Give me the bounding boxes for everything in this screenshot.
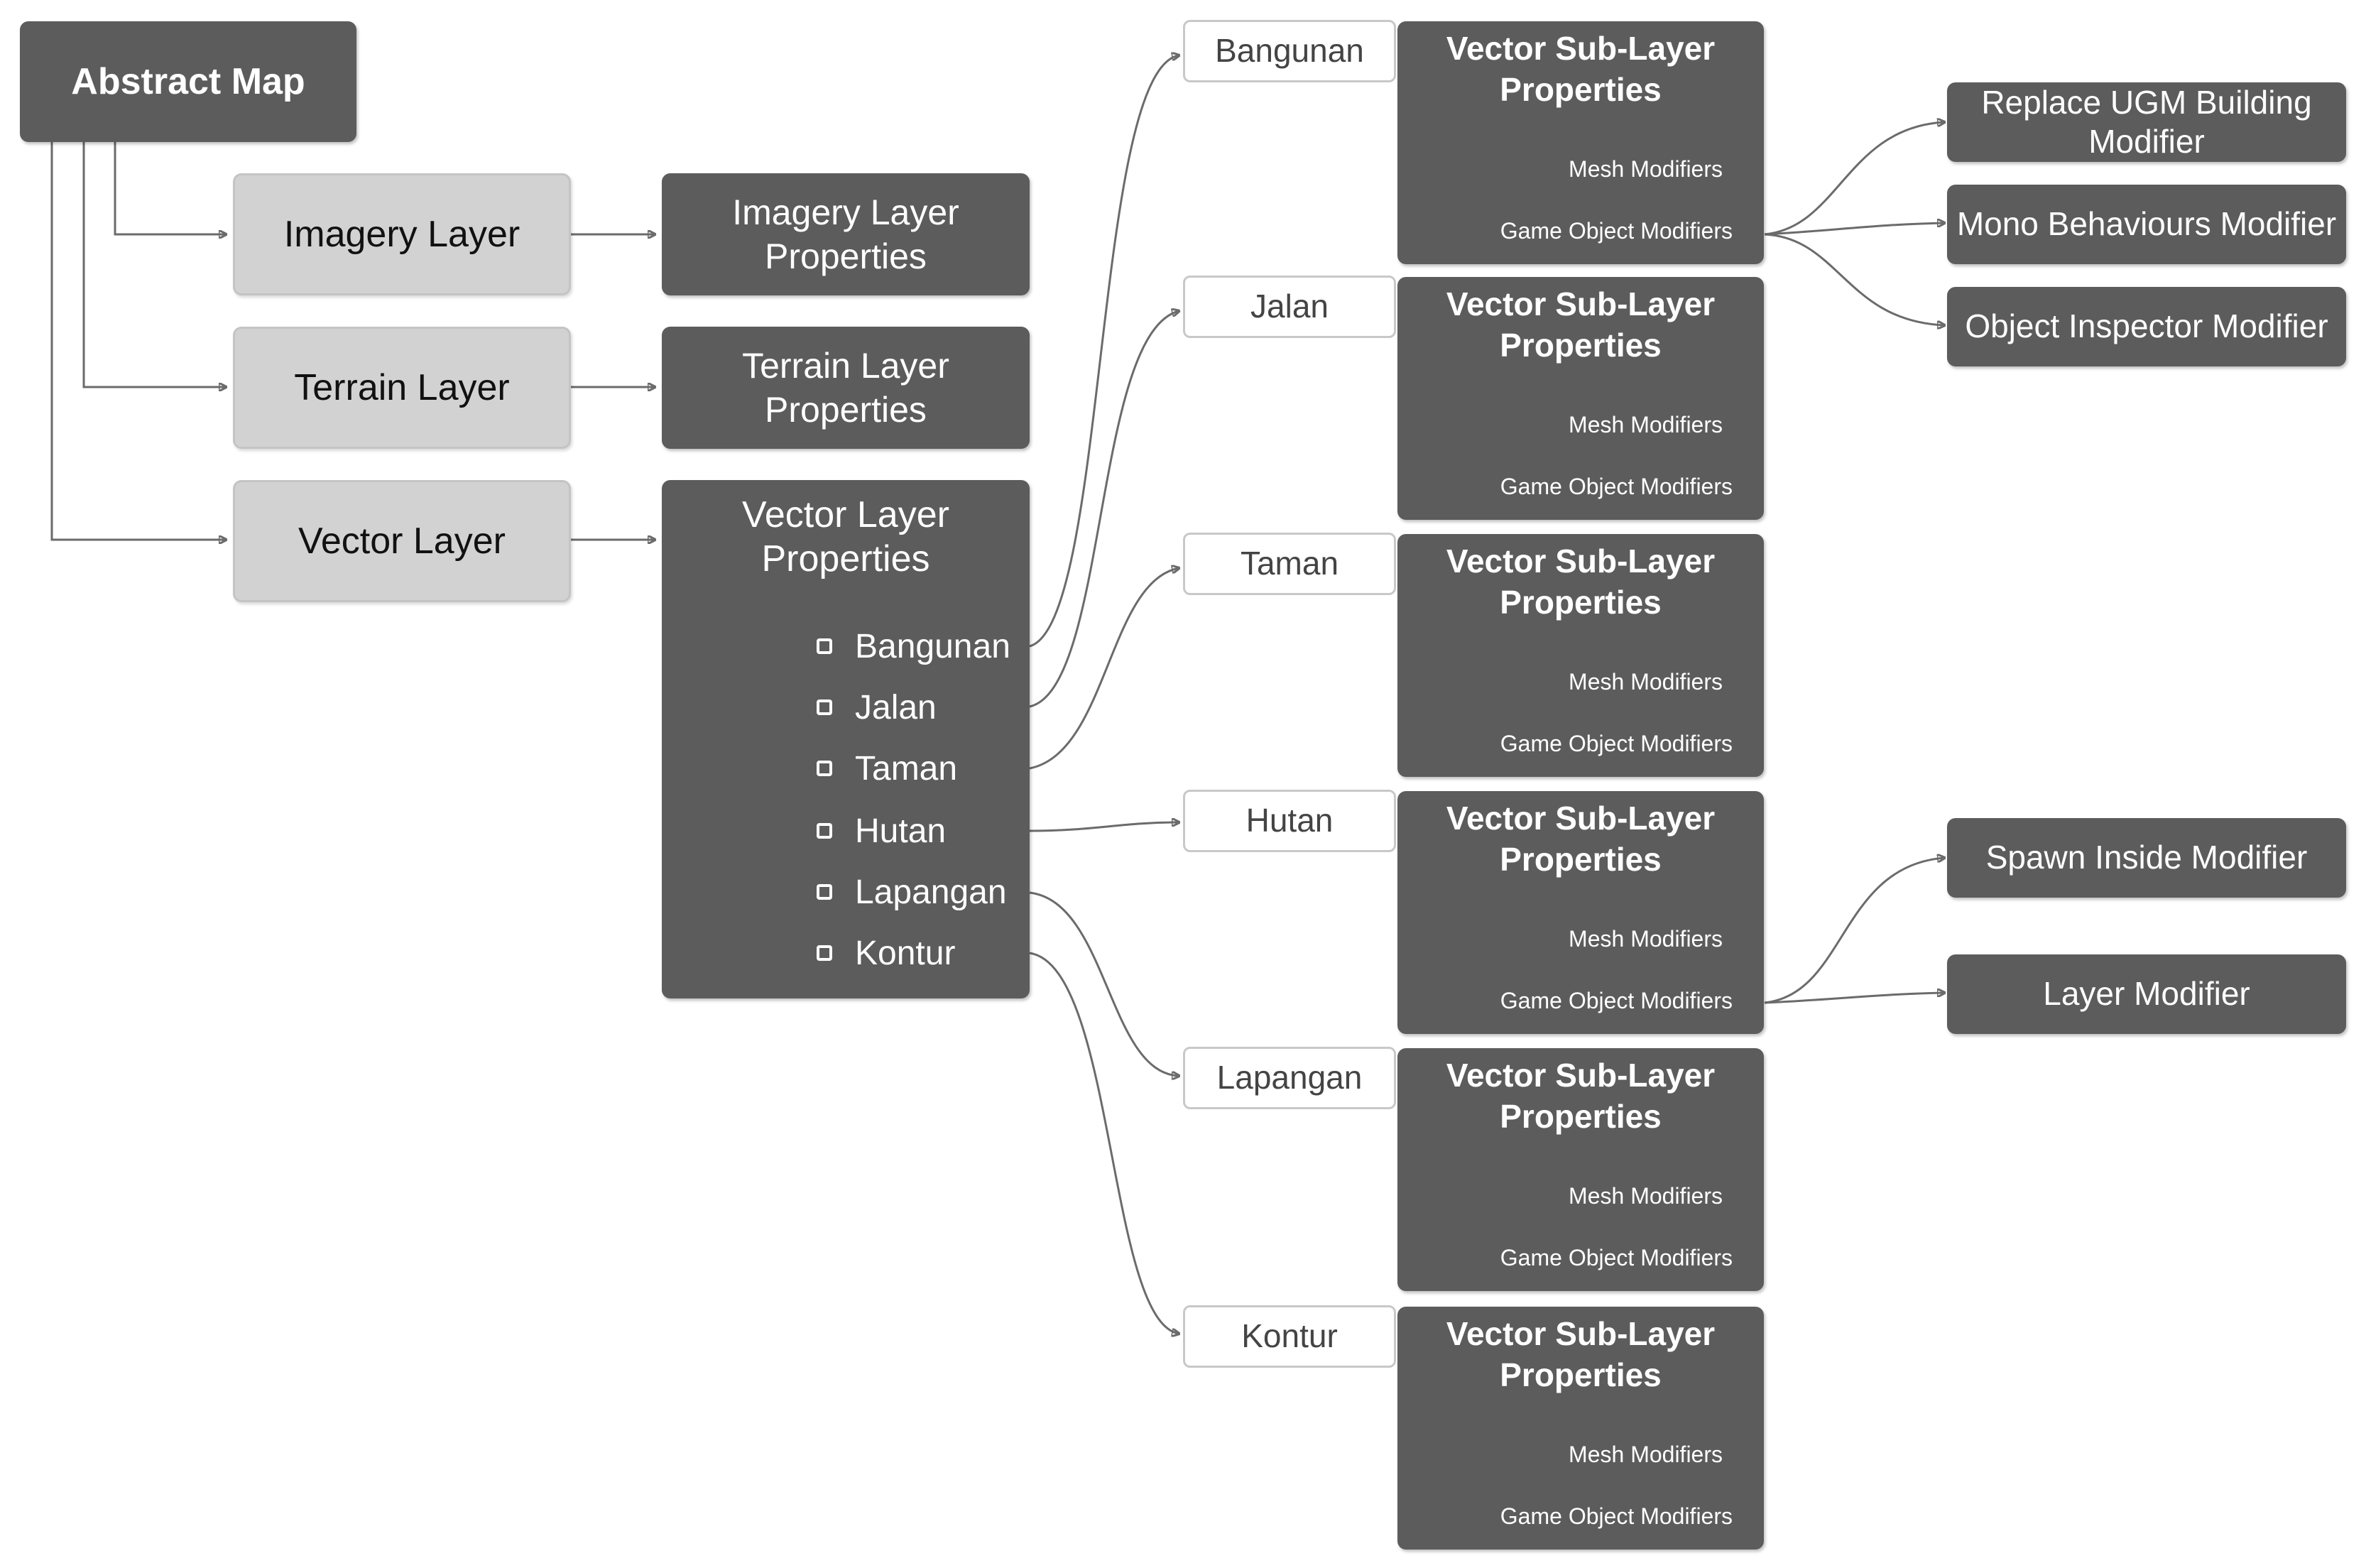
vector-item-label: Taman (855, 749, 958, 788)
sublayer-properties-kontur: Vector Sub-Layer Properties Mesh Modifie… (1397, 1307, 1764, 1550)
checkbox-icon (817, 884, 832, 900)
edge-item-lapangan (1029, 891, 1179, 1076)
game-object-modifiers-label: Game Object Modifiers (1500, 1503, 1733, 1529)
mesh-modifiers-label: Mesh Modifiers (1569, 156, 1723, 182)
imagery-layer-label: Imagery Layer (283, 213, 520, 255)
game-object-modifiers-label: Game Object Modifiers (1500, 1245, 1733, 1270)
modifier-replace-ugm-building: Replace UGM Building Modifier (1947, 82, 2346, 162)
terrain-layer-label: Terrain Layer (294, 366, 510, 408)
vector-item-label: Hutan (855, 812, 947, 850)
sublayer-label-text: Hutan (1245, 802, 1334, 839)
abstract-map-node: Abstract Map (20, 21, 356, 142)
sublayer-label-kontur: Kontur (1183, 1305, 1396, 1368)
sublayer-label-text: Lapangan (1216, 1059, 1363, 1096)
sublayer-properties-bangunan: Vector Sub-Layer Properties Mesh Modifie… (1397, 21, 1764, 264)
terrain-layer-properties-node: Terrain Layer Properties (662, 327, 1030, 449)
sublayer-label-taman: Taman (1183, 533, 1396, 595)
edge-root-imagery (114, 142, 226, 234)
edge-root-vector (50, 142, 226, 540)
modifier-label: Mono Behaviours Modifier (1956, 205, 2337, 243)
sublayer-label-bangunan: Bangunan (1183, 20, 1396, 82)
edge-bangunan-mod3 (1764, 233, 1944, 325)
game-object-modifiers-label: Game Object Modifiers (1500, 988, 1733, 1013)
sublayer-properties-title: Vector Sub-Layer Properties (1446, 543, 1716, 621)
edge-root-terrain (82, 142, 226, 387)
edge-hutan-mod1 (1764, 858, 1944, 1004)
modifier-layer: Layer Modifier (1947, 954, 2346, 1034)
modifier-label: Spawn Inside Modifier (1985, 839, 2308, 876)
sublayer-properties-title: Vector Sub-Layer Properties (1446, 1315, 1716, 1393)
sublayer-properties-jalan: Vector Sub-Layer Properties Mesh Modifie… (1397, 277, 1764, 520)
vector-item-taman: Taman (817, 747, 957, 790)
game-object-modifiers-label: Game Object Modifiers (1500, 218, 1733, 244)
mesh-modifiers-label: Mesh Modifiers (1569, 926, 1723, 952)
terrain-layer-node: Terrain Layer (233, 327, 571, 449)
edge-hutan-mod2 (1764, 993, 1944, 1004)
mesh-modifiers-label: Mesh Modifiers (1569, 1183, 1723, 1209)
vector-layer-properties-node: Vector Layer Properties Bangunan Jalan T… (662, 480, 1030, 998)
sublayer-properties-title: Vector Sub-Layer Properties (1446, 1057, 1716, 1135)
game-object-modifiers-label: Game Object Modifiers (1500, 731, 1733, 756)
mesh-modifiers-label: Mesh Modifiers (1569, 1442, 1723, 1467)
modifier-label: Layer Modifier (2043, 975, 2250, 1013)
sublayer-label-lapangan: Lapangan (1183, 1047, 1396, 1109)
vector-item-label: Bangunan (855, 627, 1010, 665)
checkbox-icon (817, 823, 832, 839)
terrain-layer-properties-label: Terrain Layer Properties (742, 345, 949, 430)
imagery-layer-node: Imagery Layer (233, 173, 571, 295)
modifier-label: Replace UGM Building Modifier (1981, 83, 2312, 160)
sublayer-label-text: Taman (1240, 545, 1339, 582)
sublayer-properties-hutan: Vector Sub-Layer Properties Mesh Modifie… (1397, 791, 1764, 1034)
modifier-spawn-inside: Spawn Inside Modifier (1947, 818, 2346, 898)
vector-layer-properties-label: Vector Layer Properties (742, 494, 949, 580)
checkbox-icon (817, 761, 832, 776)
edge-item-taman (1029, 568, 1179, 770)
sublayer-properties-lapangan: Vector Sub-Layer Properties Mesh Modifie… (1397, 1048, 1764, 1291)
mesh-modifiers-label: Mesh Modifiers (1569, 412, 1723, 437)
sublayer-label-text: Bangunan (1215, 32, 1364, 70)
edge-item-kontur (1029, 952, 1179, 1334)
sublayer-label-hutan: Hutan (1183, 790, 1396, 852)
imagery-layer-properties-node: Imagery Layer Properties (662, 173, 1030, 295)
checkbox-icon (817, 638, 832, 654)
sublayer-properties-title: Vector Sub-Layer Properties (1446, 30, 1716, 108)
edge-bangunan-mod2 (1764, 223, 1944, 236)
modifier-object-inspector: Object Inspector Modifier (1947, 287, 2346, 366)
vector-item-label: Lapangan (855, 873, 1007, 911)
vector-item-label: Jalan (855, 688, 937, 726)
modifier-mono-behaviours: Mono Behaviours Modifier (1947, 185, 2346, 264)
mesh-modifiers-label: Mesh Modifiers (1569, 669, 1723, 695)
sublayer-label-text: Jalan (1250, 288, 1329, 325)
vector-item-bangunan: Bangunan (817, 625, 1010, 668)
sublayer-properties-title: Vector Sub-Layer Properties (1446, 285, 1716, 364)
vector-item-hutan: Hutan (817, 810, 946, 852)
sublayer-label-jalan: Jalan (1183, 276, 1396, 338)
abstract-map-label: Abstract Map (71, 60, 305, 102)
edge-item-bangunan (1029, 55, 1179, 648)
sublayer-properties-title: Vector Sub-Layer Properties (1446, 800, 1716, 878)
edge-bangunan-mod1 (1764, 122, 1944, 236)
sublayer-properties-taman: Vector Sub-Layer Properties Mesh Modifie… (1397, 534, 1764, 777)
vector-item-kontur: Kontur (817, 932, 955, 974)
sublayer-label-text: Kontur (1241, 1317, 1338, 1355)
checkbox-icon (817, 699, 832, 715)
vector-item-lapangan: Lapangan (817, 871, 1007, 913)
edge-item-jalan (1029, 311, 1179, 708)
game-object-modifiers-label: Game Object Modifiers (1500, 474, 1733, 499)
modifier-label: Object Inspector Modifier (1965, 307, 2328, 345)
vector-layer-label: Vector Layer (298, 520, 506, 562)
vector-item-label: Kontur (855, 934, 956, 972)
imagery-layer-properties-label: Imagery Layer Properties (732, 192, 959, 277)
vector-item-jalan: Jalan (817, 686, 937, 729)
checkbox-icon (817, 945, 832, 961)
edge-item-hutan (1029, 822, 1179, 832)
vector-layer-node: Vector Layer (233, 480, 571, 602)
